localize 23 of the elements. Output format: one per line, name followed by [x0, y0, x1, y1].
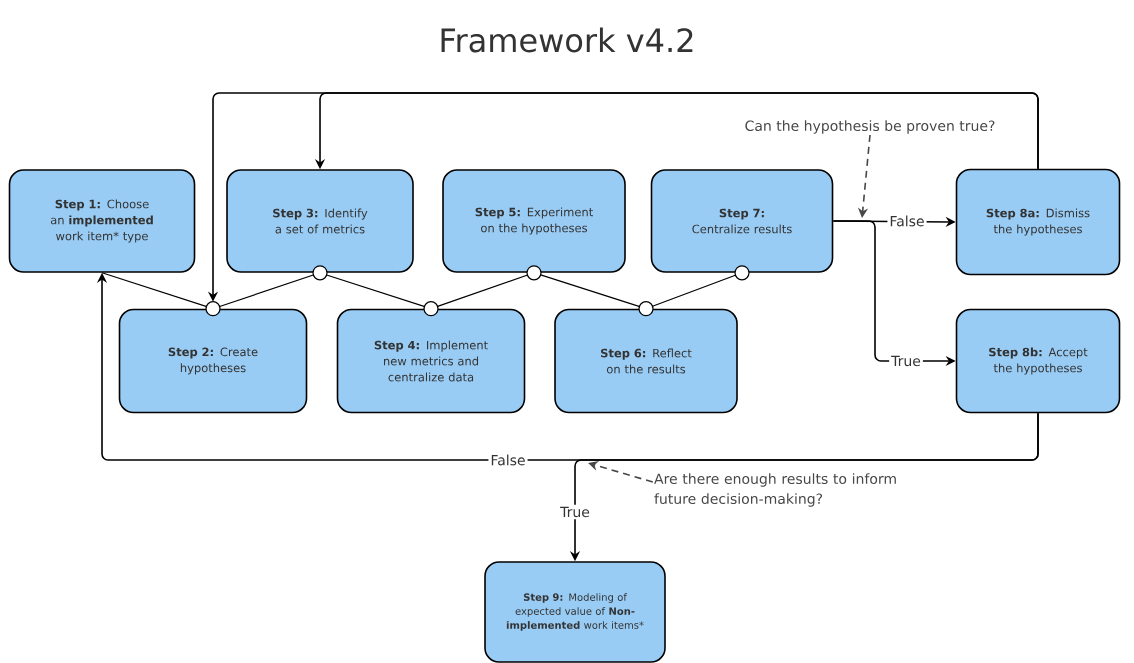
- connector: [219, 265, 328, 308]
- connector: [437, 265, 542, 307]
- connector: [540, 274, 654, 317]
- step-box: Step 7: Centralize results: [650, 169, 834, 273]
- step-box: Step 2: Create hypotheses: [118, 308, 308, 414]
- title: Framework v4.2: [441, 27, 693, 53]
- edge-label: False: [488, 452, 528, 468]
- question-text: Can the hypothesis be proven true?: [745, 120, 995, 134]
- step-box: Step 8b: Accept the hypotheses: [955, 308, 1121, 414]
- step-box: Step 5: Experiment on the hypotheses: [442, 169, 626, 273]
- edge-label: True: [558, 504, 592, 520]
- step-box: Step 4: Implement new metrics and centralize data: [336, 308, 526, 414]
- step-box: Step 8a: Dismiss the hypotheses: [955, 168, 1121, 276]
- step-box: Step 1: Choose an implemented work item* type: [8, 169, 196, 273]
- step-box: Step 6: Reflect on the results: [554, 308, 738, 414]
- step-box: Step 3: Identify a set of metrics: [226, 169, 414, 273]
- edge-label: True: [889, 353, 923, 369]
- connector: [326, 274, 439, 317]
- connector: [101, 272, 221, 317]
- step-box: Step 9: Modeling of expected value of Non-implemented work items*: [484, 561, 666, 663]
- edge-label: False: [887, 213, 927, 229]
- connector: [651, 265, 750, 307]
- question-text: Are there enough results to inform future decision-making?: [654, 473, 896, 507]
